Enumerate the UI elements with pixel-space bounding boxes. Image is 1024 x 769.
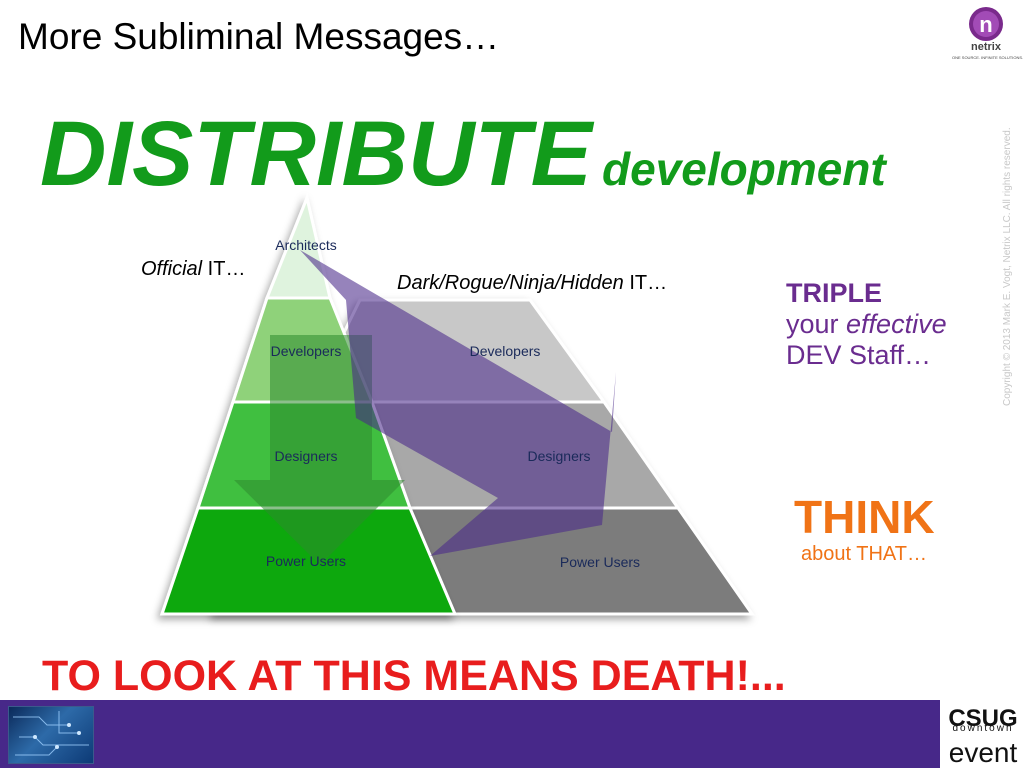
hidden-it-label-rest: IT… [623, 272, 668, 294]
hidden-it-label-italic: Dark/Rogue/Ninja/Hidden [397, 272, 624, 294]
csug-event-logo [942, 700, 1024, 768]
think-callout: THINK [794, 491, 935, 543]
official-level-label-power-users: Power Users [266, 553, 346, 569]
triple-callout: TRIPLE your effective DEV Staff… [786, 278, 947, 371]
triple-line-2-italic: effective [846, 309, 947, 339]
headline-main: DISTRIBUTE [40, 103, 592, 205]
warning-text: TO LOOK AT THIS MEANS DEATH!... [42, 652, 786, 700]
official-it-label: Official IT… [141, 258, 245, 281]
logo-tagline: ONE SOURCE. INFINITE SOLUTIONS. [952, 55, 1024, 60]
footer-bar [0, 700, 940, 768]
triple-line-3: DEV Staff… [786, 340, 932, 370]
headline-sub: development [602, 143, 886, 195]
triple-line-2-pre: your [786, 309, 847, 339]
think-subtext: about THAT… [801, 543, 927, 565]
csug-title: CSUG [948, 705, 1018, 732]
official-level-label-architects: Architects [275, 237, 336, 253]
logo-inner-circle [973, 11, 999, 37]
official-level-label-designers: Designers [274, 448, 337, 464]
redirect-arrow-purple [300, 250, 616, 556]
hidden-level-label-power-users: Power Users [560, 554, 640, 570]
official-it-label-rest: IT… [202, 258, 246, 280]
csug-event-word: event [948, 737, 1018, 768]
hidden-it-label: Dark/Rogue/Ninja/Hidden IT… [397, 272, 667, 295]
slide-title: More Subliminal Messages… [18, 16, 500, 57]
footer-thumbnail [8, 706, 94, 764]
csug-subtitle: downtown [952, 723, 1014, 734]
logo-text: netrix [971, 41, 1001, 53]
hidden-level-label-designers: Designers [527, 448, 590, 464]
hidden-level-label-developers: Developers [470, 343, 541, 359]
logo-letter: n [979, 12, 992, 37]
official-level-label-developers: Developers [271, 343, 342, 359]
official-it-label-italic: Official [141, 258, 203, 280]
circuit-icon [13, 711, 89, 756]
netrix-logo: n [969, 7, 1003, 41]
triple-line-1: TRIPLE [786, 278, 883, 308]
triple-line-2: your effective [786, 309, 947, 340]
